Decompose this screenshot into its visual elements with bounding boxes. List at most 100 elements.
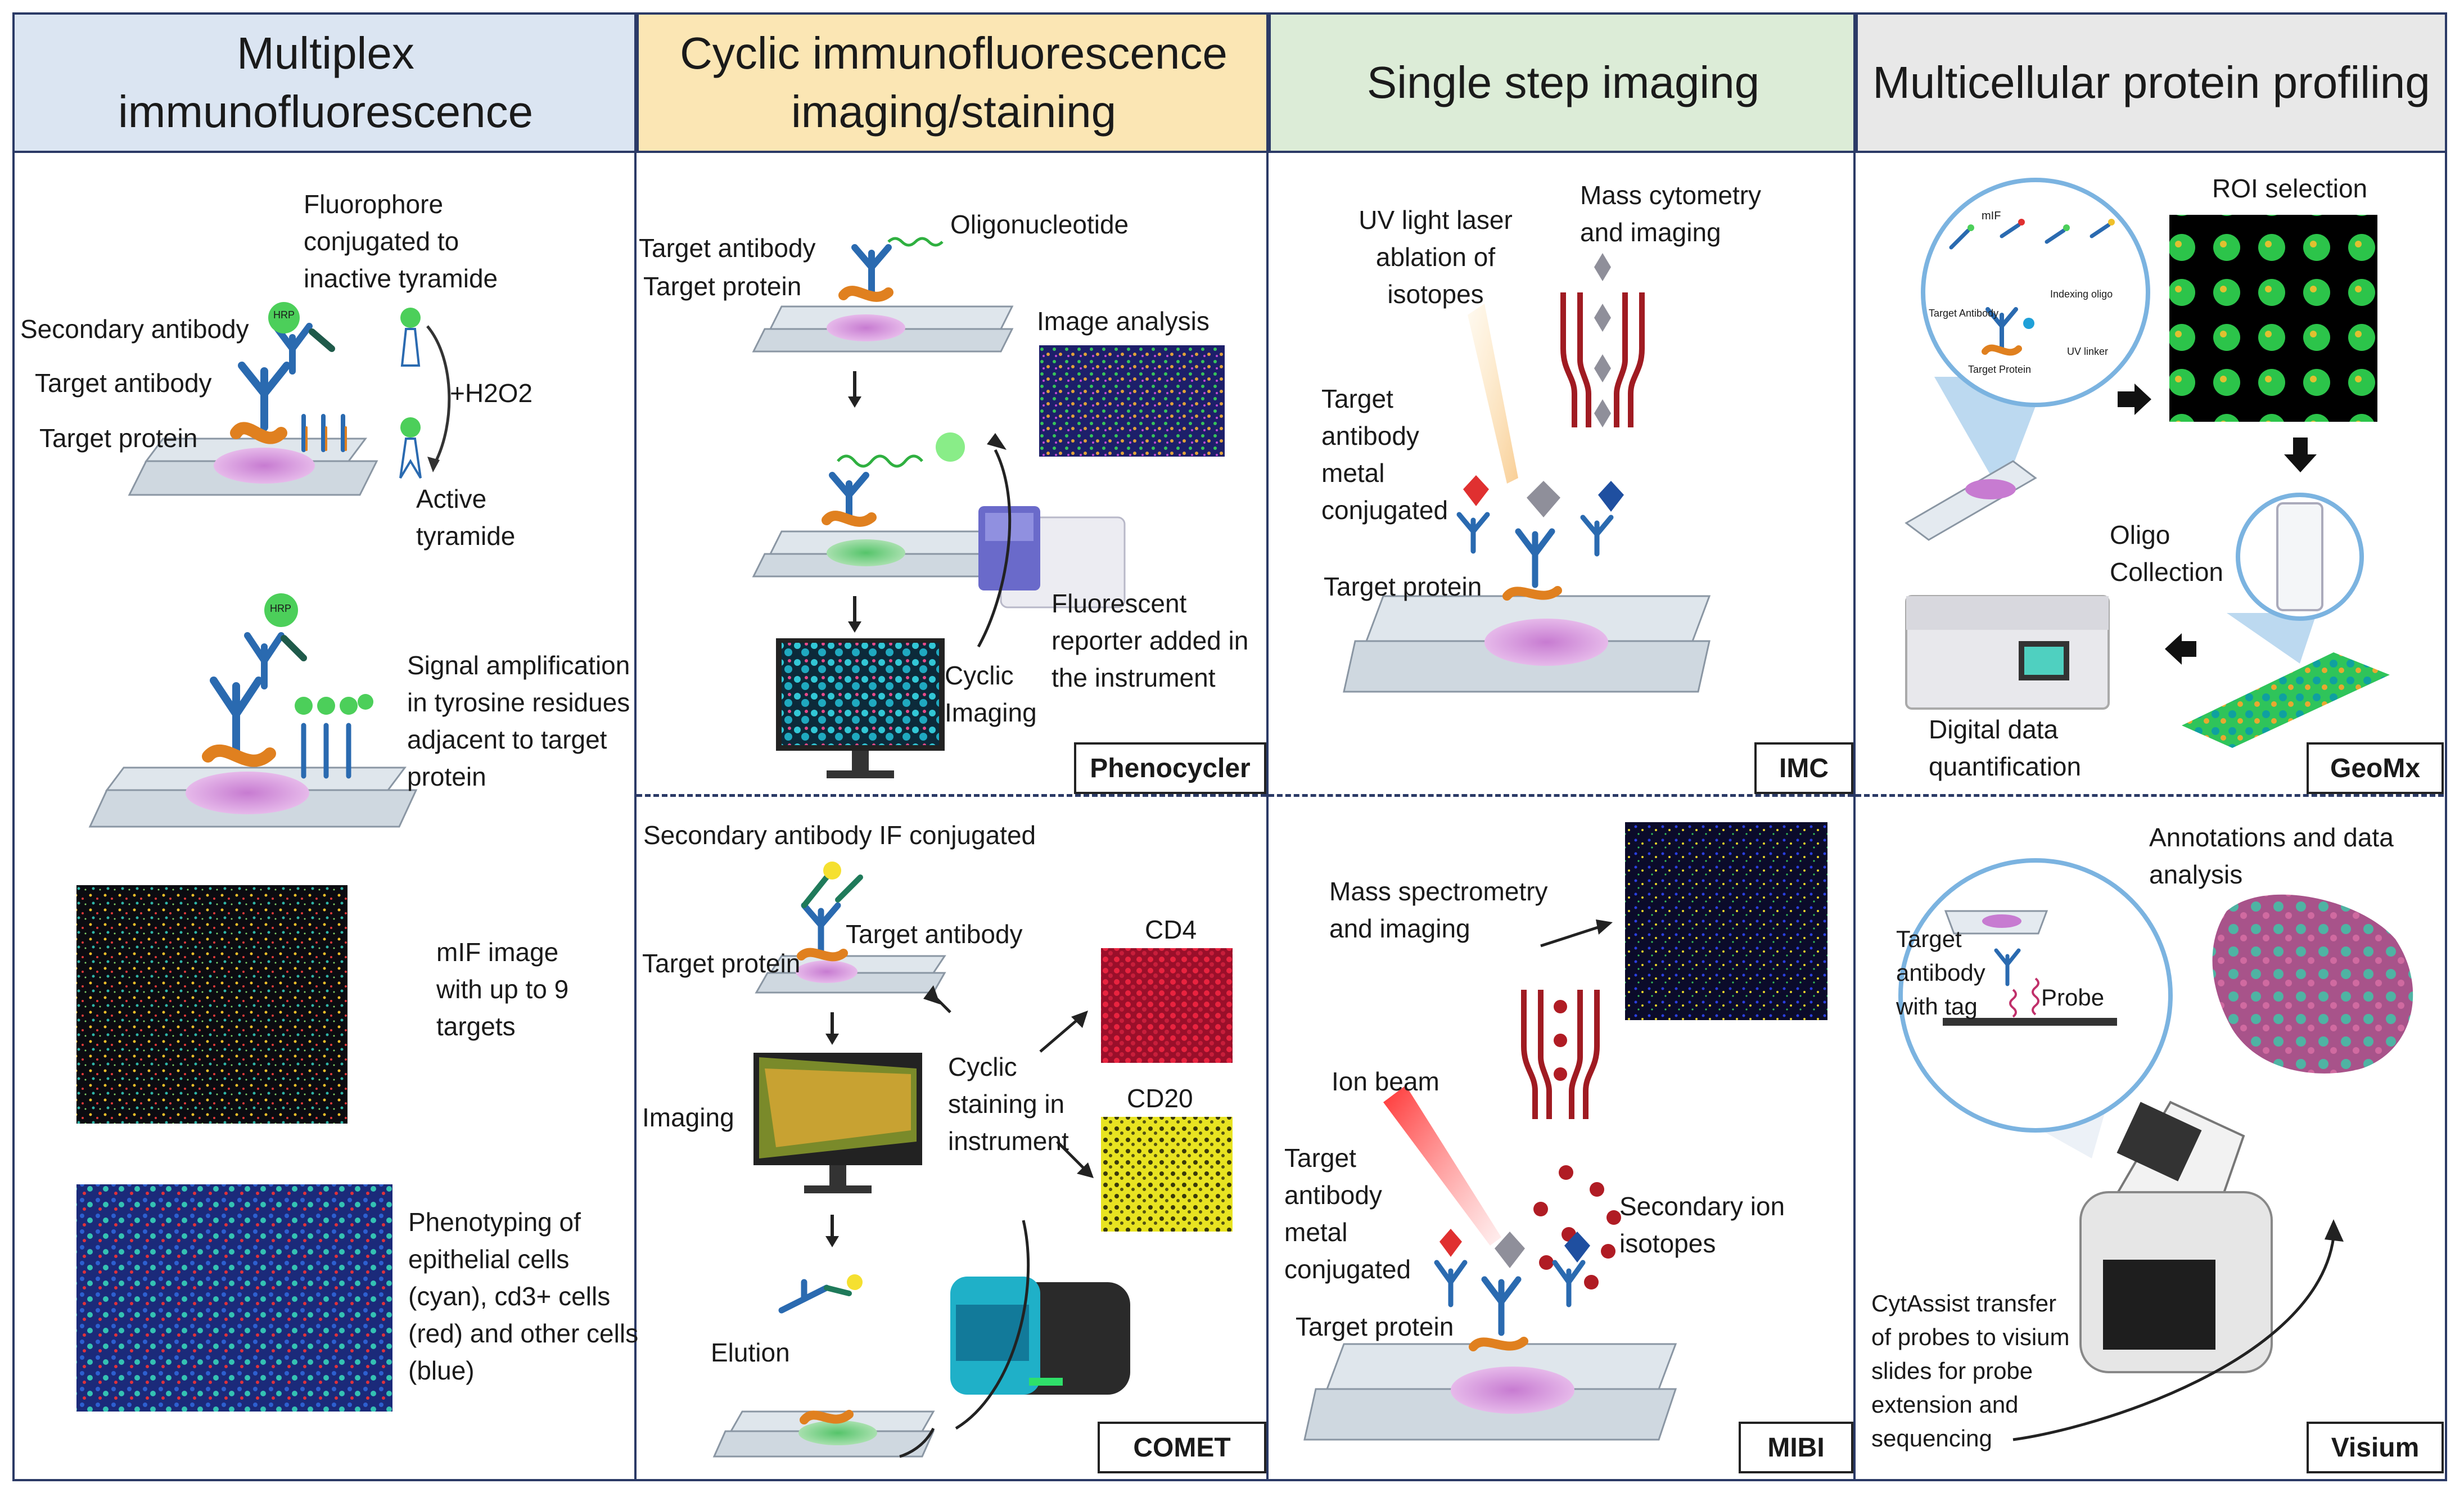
header-cyclic-if: Cyclic immunofluorescence imaging/staini… xyxy=(637,15,1269,153)
cyclic-arrow xyxy=(955,1220,1030,1430)
tag-visium: Visium xyxy=(2307,1422,2444,1473)
label-geomx-target-protein: Target Protein xyxy=(1968,364,2032,375)
flow-arrowhead xyxy=(825,1236,839,1247)
cyclic-arrow xyxy=(2012,1237,2335,1441)
label-mibi-target-protein: Target protein xyxy=(1296,1312,1454,1341)
pheno-monitor xyxy=(776,638,945,778)
tyramide-icons xyxy=(399,308,451,479)
label-h2o2: +H2O2 xyxy=(450,378,533,408)
column-divider xyxy=(1853,15,1856,1481)
label-digital-data: Digital data quantification xyxy=(1929,715,2082,781)
comet-instrument xyxy=(950,1277,1130,1395)
tag-imc: IMC xyxy=(1754,742,1853,794)
isotope-diamonds xyxy=(1594,253,1611,427)
geomx-tube xyxy=(2227,493,2364,664)
section-divider xyxy=(637,794,1266,797)
header-single-step: Single step imaging xyxy=(1269,15,1856,153)
comet-slide-1 xyxy=(755,862,946,994)
label-target-antibody: Target antibody xyxy=(35,368,212,398)
arrow xyxy=(2165,633,2196,665)
label-secondary-antibody: Secondary antibody xyxy=(20,314,249,344)
label-probe: Probe xyxy=(2041,984,2105,1011)
cd20-image xyxy=(1101,1117,1233,1232)
header-multicellular: Multicellular protein profiling xyxy=(1856,15,2445,153)
header-multiplex-if: Multiplex immunofluorescence xyxy=(15,15,637,153)
label-indexing-oligo: Indexing oligo xyxy=(2050,288,2113,300)
label-cyclic-staining: Cyclic staining in instrument xyxy=(948,1052,1069,1156)
mibi-column xyxy=(1521,990,1600,1119)
geomx-slide xyxy=(1905,460,2037,541)
cytassist-instrument xyxy=(2079,1101,2273,1373)
tag-mibi: MIBI xyxy=(1739,1422,1853,1473)
pheno-slide-1 xyxy=(752,237,1014,353)
flow-arrowhead xyxy=(825,1034,839,1045)
mif-image xyxy=(76,885,348,1124)
label-cd20: CD20 xyxy=(1127,1084,1193,1113)
label-active-tyramide: Active tyramide xyxy=(416,484,516,551)
column-divider xyxy=(1266,15,1269,1481)
visium-magnifier xyxy=(1898,858,2173,1158)
label-pheno-target-antibody: Target antibody xyxy=(639,233,816,263)
flow-arrowhead xyxy=(848,396,861,408)
label-mibi-target-antibody: Target antibody metal conjugated xyxy=(1284,1143,1411,1284)
phenotyping-image xyxy=(76,1184,392,1412)
tag-geomx: GeoMx xyxy=(2307,742,2444,794)
digital-quant-instrument xyxy=(1905,595,2110,710)
label-mass-spec: Mass spectrometry and imaging xyxy=(1329,877,1548,943)
label-geomx-mif: mIF xyxy=(1982,210,2001,222)
section-divider xyxy=(1856,794,2444,797)
mibi-slide xyxy=(1303,1343,1677,1441)
label-imc-target-antibody: Target antibody metal conjugated xyxy=(1321,384,1448,525)
arrow xyxy=(1540,925,1600,948)
label-comet-target-protein: Target protein xyxy=(642,949,801,978)
mass-spec-image xyxy=(1625,822,1827,1020)
label-ion-beam: Ion beam xyxy=(1332,1067,1439,1096)
label-oligonucleotide: Oligonucleotide xyxy=(950,210,1129,239)
flow-arrowhead xyxy=(848,621,861,633)
flow-arrowhead xyxy=(923,985,940,1004)
mif-slide-1 xyxy=(128,438,378,496)
elution-antibody xyxy=(778,1274,863,1314)
cd4-image xyxy=(1101,948,1233,1063)
cyclic-arrow xyxy=(899,1427,935,1458)
cyclic-arrow xyxy=(977,449,1012,648)
label-secondary-ion: Secondary ion isotopes xyxy=(1619,1192,1785,1258)
tag-comet: COMET xyxy=(1098,1422,1266,1473)
label-pheno-target-protein: Target protein xyxy=(643,272,802,301)
label-uv-linker: UV linker xyxy=(2067,346,2109,357)
figure-frame xyxy=(12,12,2447,1481)
image-analysis-thumbnail xyxy=(1039,345,1225,457)
arrow xyxy=(2284,438,2317,472)
label-signal-amplification: Signal amplification in tyrosine residue… xyxy=(407,651,630,791)
label-imaging: Imaging xyxy=(642,1103,734,1132)
arrow xyxy=(2118,384,2151,415)
pheno-slide-2 xyxy=(752,432,1014,578)
label-image-analysis: Image analysis xyxy=(1037,306,1210,336)
label-phenotyping: Phenotyping of epithelial cells (cyan), … xyxy=(408,1207,639,1385)
flow-arrowhead xyxy=(1596,919,1613,935)
label-imc-target-protein: Target protein xyxy=(1324,572,1482,601)
geomx-tissue-sheet xyxy=(2182,652,2390,748)
ion-beam xyxy=(1383,1085,1501,1246)
comet-monitor xyxy=(753,1053,922,1193)
label-hrp-1: HRP xyxy=(273,309,295,321)
flow-arrowhead xyxy=(2325,1219,2344,1242)
label-visium-target-antibody: Target antibody with tag xyxy=(1896,926,1985,1020)
geomx-magnifier xyxy=(1921,178,2150,495)
comet-slide-2 xyxy=(712,1410,935,1458)
label-geomx-target-antibody: Target Antibody xyxy=(1929,308,1999,319)
flow-arrowhead xyxy=(1071,1011,1088,1028)
label-fluorophore: Fluorophore conjugated to inactive tyram… xyxy=(304,190,498,293)
section-divider xyxy=(1269,794,1853,797)
label-uv-laser: UV light laser ablation of isotopes xyxy=(1359,205,1513,309)
mif-antibody-1 xyxy=(230,302,347,452)
mif-amplification-antibodies xyxy=(202,593,373,779)
imc-slide xyxy=(1343,595,1711,693)
label-fluorescent-reporter: Fluorescent reporter added in the instru… xyxy=(1052,589,1249,692)
label-oligo-collection: Oligo Collection xyxy=(2110,520,2223,587)
tag-phenocycler: Phenocycler xyxy=(1074,742,1266,794)
mibi-antibodies xyxy=(1434,1229,1590,1351)
flow-arrowhead xyxy=(1077,1162,1094,1178)
mif-slide-2 xyxy=(88,766,418,828)
